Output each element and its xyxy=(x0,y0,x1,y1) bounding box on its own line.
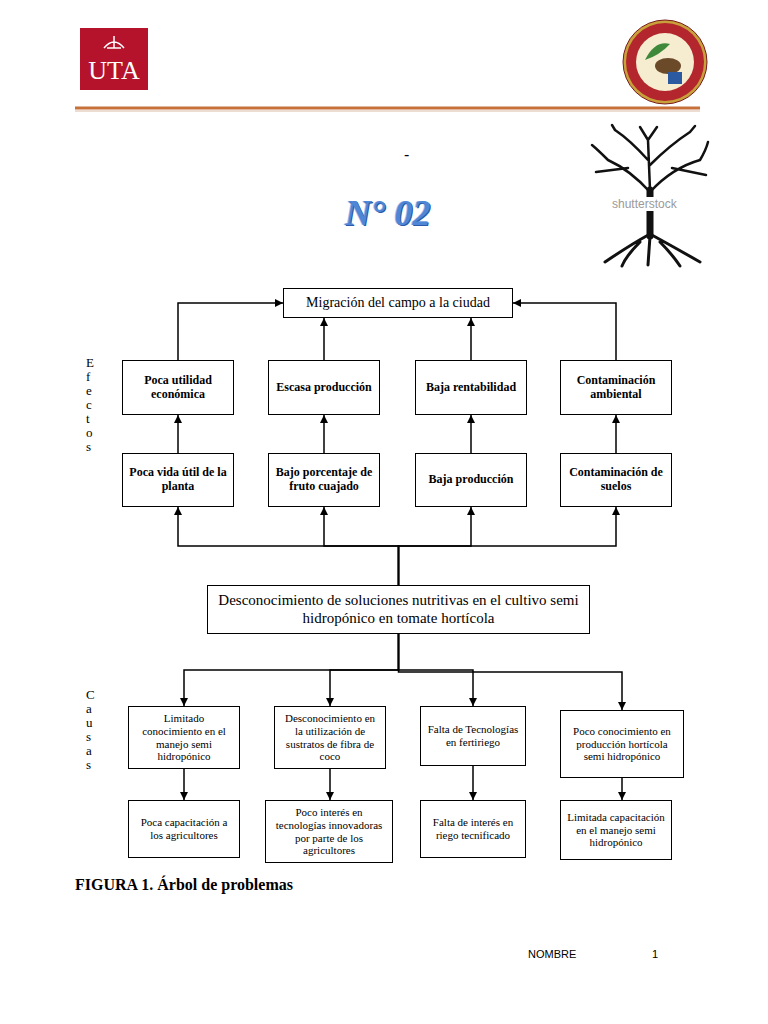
figure-caption: FIGURA 1. Árbol de problemas xyxy=(75,876,293,894)
problem-box: Migración del campo a la ciudad xyxy=(283,288,513,318)
problem-box: Desconocimiento de soluciones nutritivas… xyxy=(207,585,590,634)
side-label: Causas xyxy=(86,688,87,772)
connector-arrow xyxy=(621,778,623,800)
seal-outer xyxy=(623,20,707,104)
logo-text: UTA xyxy=(80,56,148,86)
box-text: Escasa producción xyxy=(276,381,371,395)
problem-box: Limitado conocimiento en el manejo semi … xyxy=(128,706,240,769)
page-title: N° 02 xyxy=(345,192,430,234)
connector-arrow xyxy=(330,634,399,706)
seal-border xyxy=(623,20,707,104)
box-text: Baja producción xyxy=(429,473,514,487)
box-text: Poco conocimiento en producción hortícol… xyxy=(567,725,677,763)
seal-ring xyxy=(626,23,704,101)
faculty-seal xyxy=(623,20,707,104)
dash-mark: - xyxy=(404,146,409,164)
connector-arrow xyxy=(329,769,331,800)
connector-arrow xyxy=(184,634,399,706)
problem-box: Limitada capacitación en el manejo semi … xyxy=(560,800,672,860)
connector-arrow xyxy=(513,303,616,360)
problem-box: Baja rentabilidad xyxy=(415,360,527,415)
connector-arrow xyxy=(399,634,623,710)
seal-badge xyxy=(668,72,682,84)
connector-arrow xyxy=(183,769,185,800)
connector-arrow xyxy=(399,507,617,585)
box-text: Poco interés en tecnologías innovadoras … xyxy=(272,806,386,857)
seal-leaf xyxy=(645,43,670,60)
problem-box: Poca utilidad económica xyxy=(122,360,234,415)
problem-box: Baja producción xyxy=(415,453,527,507)
tree-branches xyxy=(592,125,708,192)
logo-emblem xyxy=(104,36,124,48)
seal-inner xyxy=(636,33,694,91)
connector-arrow xyxy=(324,507,399,585)
problem-box: Poco interés en tecnologías innovadoras … xyxy=(265,800,393,863)
box-text: Poca vida útil de la planta xyxy=(129,466,227,494)
connector-arrow xyxy=(177,415,179,453)
header-rule xyxy=(75,107,700,110)
footer-name: NOMBRE xyxy=(528,948,576,960)
connector-arrow xyxy=(323,318,325,360)
box-text: Contaminación ambiental xyxy=(567,374,665,402)
connector-arrow xyxy=(323,415,325,453)
tree-illustration xyxy=(592,125,708,266)
box-text: Contaminación de suelos xyxy=(567,466,665,494)
box-text: Migración del campo a la ciudad xyxy=(306,295,490,311)
box-text: Baja rentabilidad xyxy=(426,381,516,395)
problem-box: Poca capacitación a los agricultores xyxy=(128,800,240,858)
uta-logo xyxy=(80,28,148,90)
tree-roots xyxy=(605,234,700,266)
box-text: Limitado conocimiento en el manejo semi … xyxy=(135,712,233,763)
problem-box: Falta de Tecnologías en fertiriego xyxy=(420,706,526,766)
problem-box: Escasa producción xyxy=(268,360,380,415)
watermark: shutterstock xyxy=(610,197,679,211)
side-label: Efectos xyxy=(86,356,87,454)
box-text: Desconocimiento de soluciones nutritivas… xyxy=(214,592,583,627)
header-rule-shadow xyxy=(75,111,700,112)
connector-arrow xyxy=(399,634,474,706)
box-text: Poca capacitación a los agricultores xyxy=(135,816,233,841)
problem-box: Falta de interés en riego tecnificado xyxy=(420,800,526,858)
connector-arrow xyxy=(178,303,283,360)
connector-arrow xyxy=(178,507,399,585)
problem-box: Desconocimiento en la utilización de sus… xyxy=(274,706,386,769)
problem-box: Contaminación de suelos xyxy=(560,453,672,507)
problem-box: Bajo porcentaje de fruto cuajado xyxy=(268,453,380,507)
page-number: 1 xyxy=(652,948,658,960)
box-text: Bajo porcentaje de fruto cuajado xyxy=(275,466,373,494)
problem-box: Poca vida útil de la planta xyxy=(122,453,234,507)
connector-arrow xyxy=(472,766,474,800)
box-text: Desconocimiento en la utilización de sus… xyxy=(281,712,379,763)
connector-arrow xyxy=(470,318,472,360)
box-text: Falta de Tecnologías en fertiriego xyxy=(427,723,519,748)
logo-ground xyxy=(80,28,148,90)
connector-arrow xyxy=(470,415,472,453)
connector-arrow xyxy=(615,415,617,453)
seal-animal xyxy=(655,58,681,74)
box-text: Limitada capacitación en el manejo semi … xyxy=(567,811,665,849)
box-text: Falta de interés en riego tecnificado xyxy=(427,816,519,841)
box-text: Poca utilidad económica xyxy=(129,374,227,402)
problem-box: Contaminación ambiental xyxy=(560,360,672,415)
problem-box: Poco conocimiento en producción hortícol… xyxy=(560,710,684,778)
